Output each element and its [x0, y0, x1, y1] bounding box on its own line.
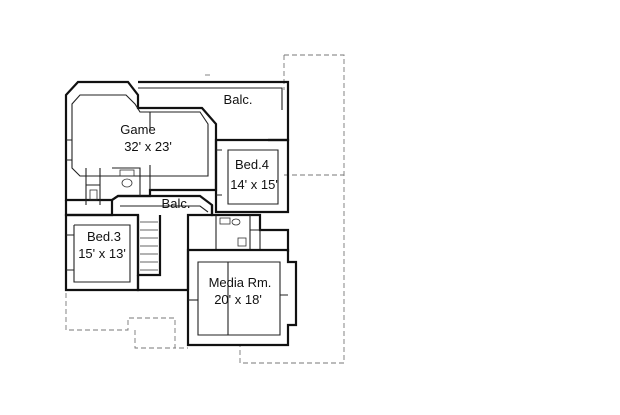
media-room: [186, 248, 298, 347]
lower-floor-outline: [65, 54, 345, 364]
bath-left: [64, 167, 141, 217]
game-room-size: 32' x 23': [124, 139, 172, 154]
media-room-name: Media Rm.: [209, 275, 272, 290]
bed3-size: 15' x 13': [78, 246, 126, 261]
bed4-name: Bed.4: [235, 157, 269, 172]
game-room-name: Game: [120, 122, 155, 137]
upper-balcony-name: Balc.: [224, 92, 253, 107]
bath-right: [210, 205, 290, 252]
middle-balcony-name: Balc.: [162, 196, 191, 211]
bedroom-4: [214, 138, 290, 214]
stair: [140, 221, 158, 271]
bed4-size: 14' x 15': [230, 177, 278, 192]
bedroom-3: [64, 213, 188, 292]
media-room-size: 20' x 18': [214, 292, 262, 307]
upper-balcony: [138, 80, 290, 142]
bed3-name: Bed.3: [87, 229, 121, 244]
